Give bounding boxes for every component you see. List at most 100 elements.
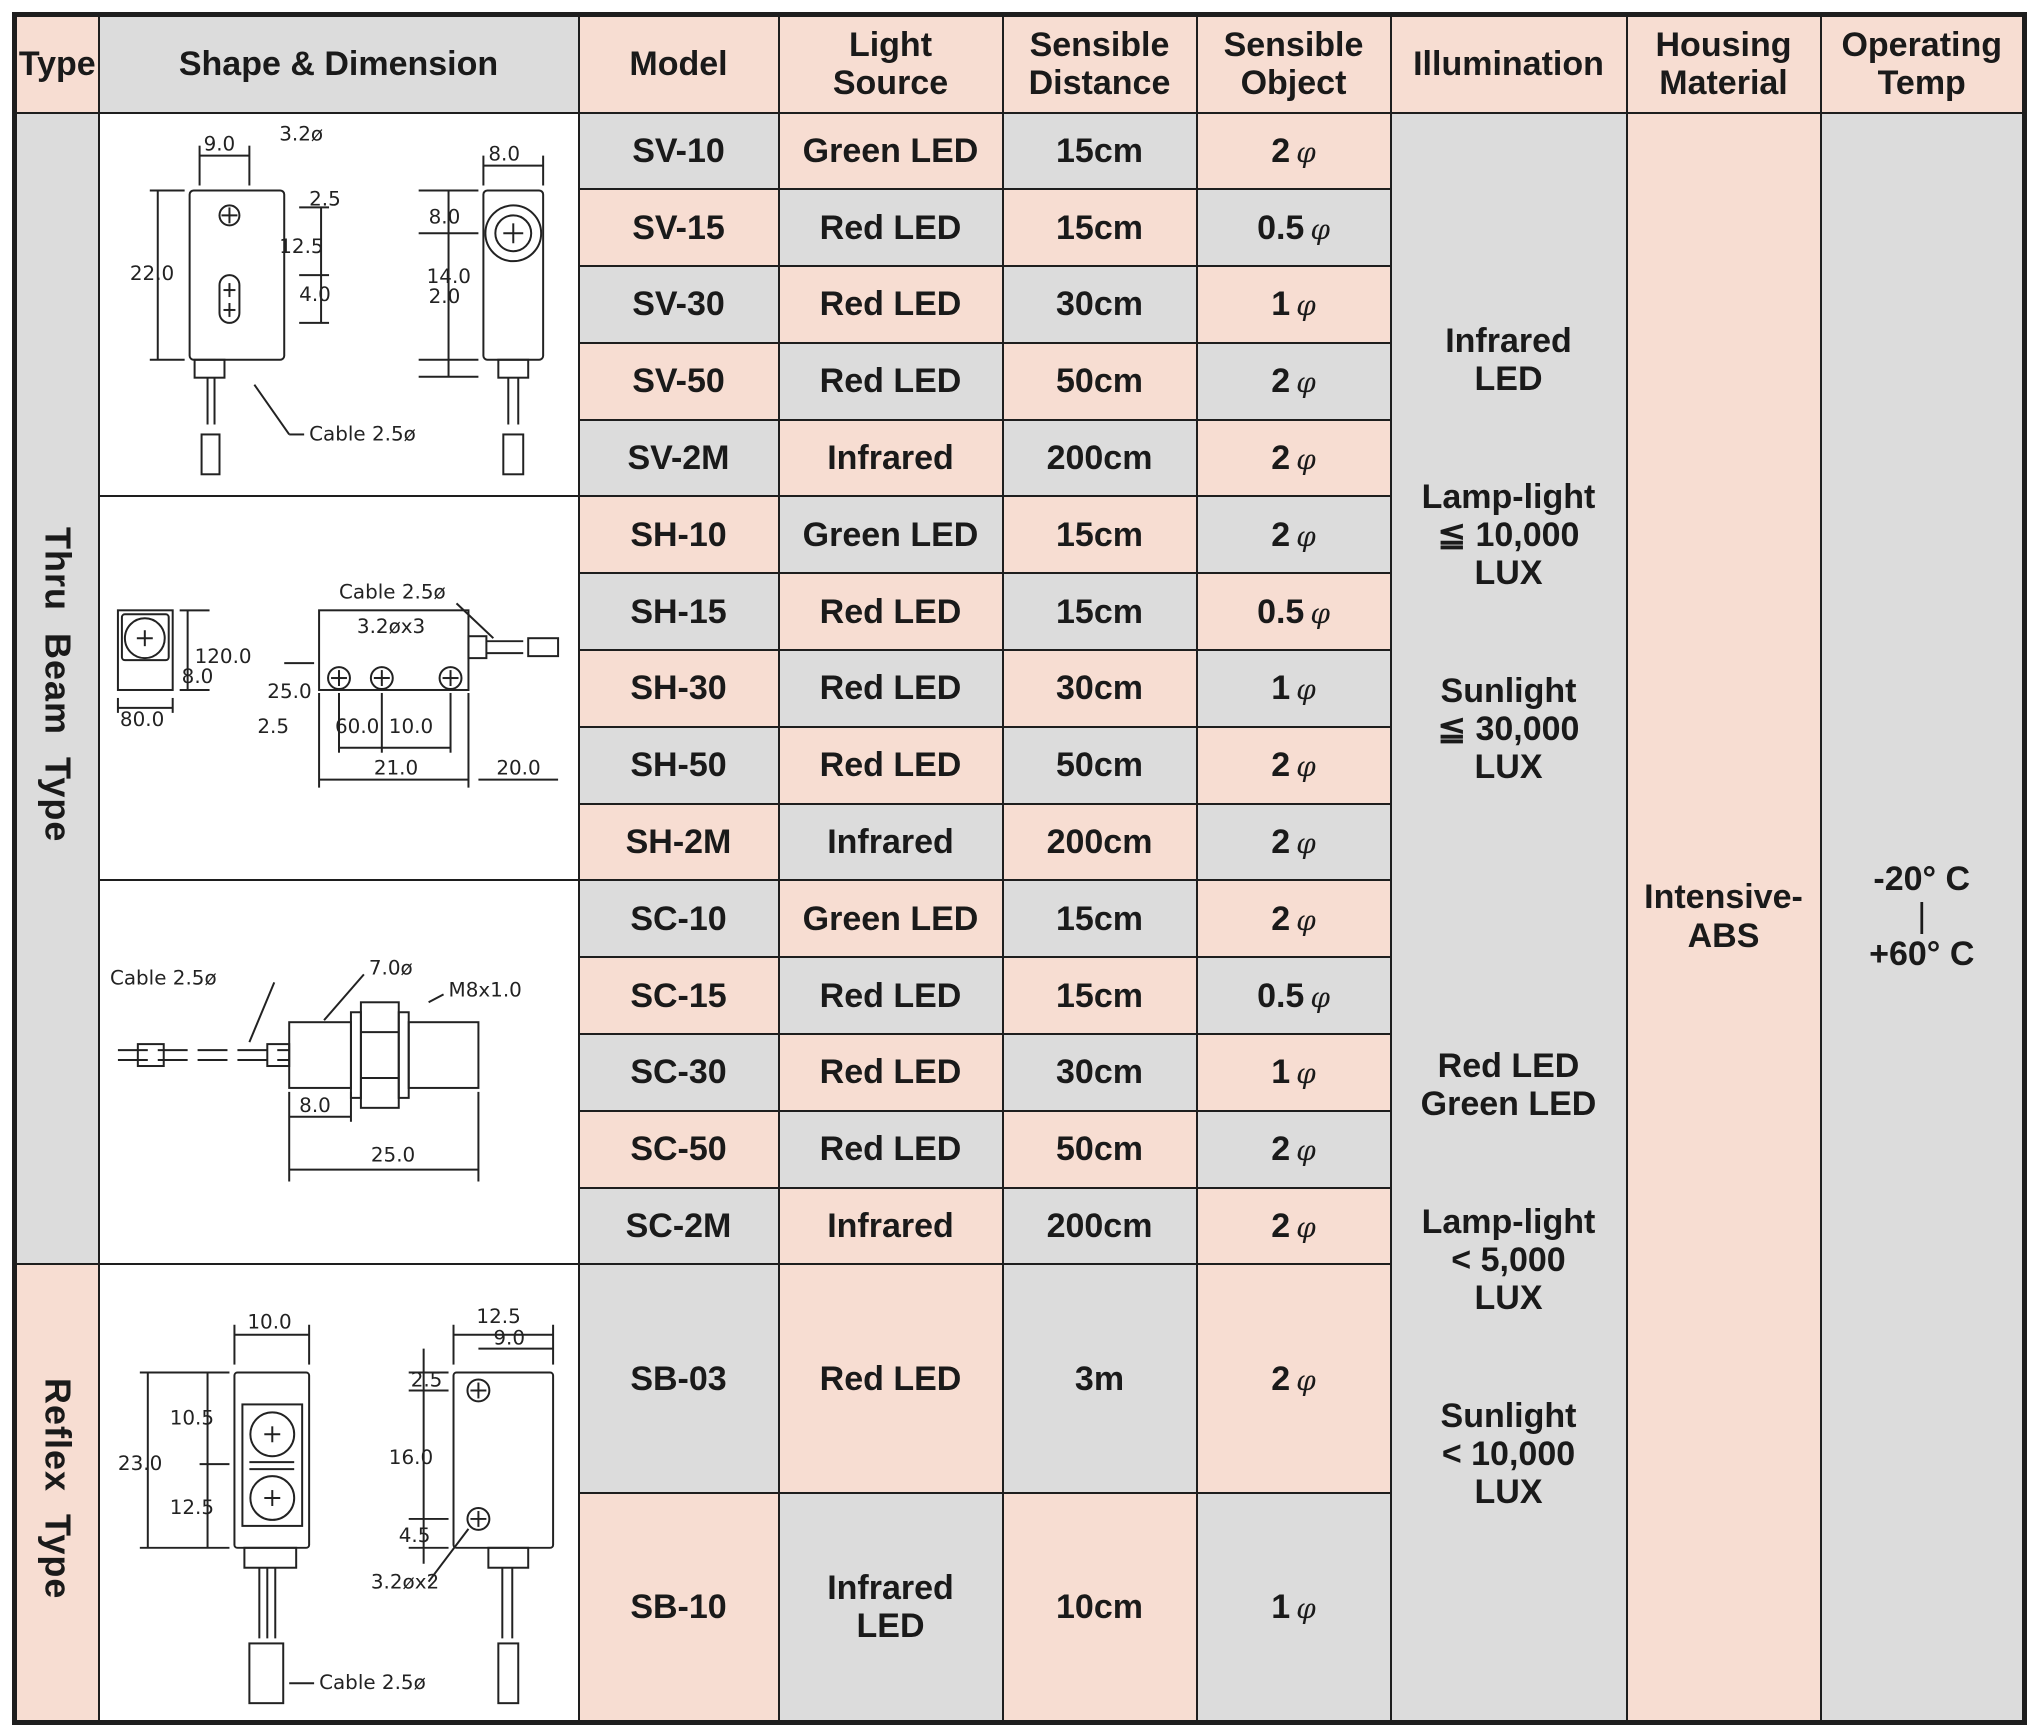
shape-drawing-3: 10.0 12.5 9.0 10.5 2.5 23.0 16.0 12.5 4.… — [97, 1263, 580, 1724]
model-6: SH-15 — [577, 572, 780, 652]
illumination-c1: Sunlight — [1440, 672, 1577, 711]
sc-dim-diameter: 7.0ø — [368, 957, 412, 980]
header-distance: Sensible Distance — [1001, 13, 1198, 114]
row-object-value-5: 2 — [1271, 515, 1291, 554]
distance-11: 15cm — [1001, 956, 1198, 1036]
source-label-9: Infrared — [827, 823, 954, 862]
reflex-model-1: SB-10 — [577, 1492, 780, 1724]
source-9: Infrared — [777, 802, 1004, 882]
header-illumination: Illumination — [1389, 13, 1628, 114]
sb-dim-top: 2.5 — [410, 1369, 442, 1392]
source-label-14: Infrared — [827, 1207, 954, 1246]
sv-dim-side: 14.0 — [426, 265, 470, 288]
row-object-phi-1: φ — [1310, 212, 1330, 246]
row-object-value-8: 2 — [1271, 746, 1291, 785]
source-12: Red LED — [777, 1033, 1004, 1112]
type-reflex: Reflex Type — [13, 1263, 100, 1724]
table-row: Thru Beam Type 9.0 3.2ø 8.0 2.5 8.0 12.5… — [13, 111, 2026, 1724]
shape-drawing-1: Cable 2.5ø 3.2øx3 120.0 8.0 25.0 80.0 2.… — [97, 495, 580, 882]
housing-line1: Intensive- — [1644, 878, 1803, 917]
model-1: SV-15 — [577, 188, 780, 268]
row-object-phi-9: φ — [1296, 827, 1316, 861]
header-object: Sensible Object — [1195, 13, 1392, 114]
reflex-model-0: SB-03 — [577, 1263, 780, 1495]
header-object-label: Sensible Object — [1223, 26, 1364, 103]
header-housing-label: Housing Material — [1655, 26, 1792, 103]
illumination-d2: Green LED — [1420, 1084, 1597, 1123]
housing-cell: Intensive-ABS — [1625, 111, 1822, 1724]
distance-label-4: 200cm — [1046, 439, 1153, 478]
distance-label-1: 15cm — [1056, 208, 1143, 247]
distance-label-0: 15cm — [1056, 131, 1143, 170]
model-4: SV-2M — [577, 418, 780, 498]
distance-label-8: 50cm — [1056, 746, 1143, 785]
header-row: Type Shape & Dimension Model Light Sourc… — [13, 13, 2026, 114]
illumination-f1: Sunlight — [1440, 1396, 1577, 1435]
header-light-source: Light Source — [777, 13, 1004, 114]
source-13: Red LED — [777, 1109, 1004, 1189]
source-label-11: Red LED — [819, 976, 962, 1015]
sb-dim-width: 10.0 — [247, 1311, 291, 1334]
row-object-value-10: 2 — [1271, 899, 1291, 938]
row-object-phi-11: φ — [1310, 980, 1330, 1014]
header-model-label: Model — [629, 45, 728, 84]
row-object-value-13: 2 — [1271, 1130, 1291, 1169]
illumination-spacer — [1392, 1123, 1626, 1203]
sh-dim-g: 10.0 — [388, 715, 432, 738]
shape-drawing-0: 9.0 3.2ø 8.0 2.5 8.0 12.5 22.0 14.0 2.0 … — [97, 111, 580, 498]
illumination-spacer — [1392, 592, 1626, 672]
model-label-6: SH-15 — [630, 592, 727, 631]
distance-12: 30cm — [1001, 1033, 1198, 1112]
model-9: SH-2M — [577, 802, 780, 882]
illumination-spacer — [1392, 1317, 1626, 1397]
illumination-spacer — [1392, 787, 1626, 1047]
distance-13: 50cm — [1001, 1109, 1198, 1189]
sc-dimension-drawing: Cable 2.5ø 7.0ø M8x1.0 8.0 25.0 — [109, 957, 521, 1183]
source-10: Green LED — [777, 879, 1004, 959]
sv-dim-hole: 3.2ø — [279, 122, 323, 145]
reflex-source-1: Infrared LED — [777, 1492, 1004, 1724]
temp-cell: -20° C|+60° C — [1819, 111, 2026, 1724]
model-label-4: SV-2M — [627, 439, 730, 478]
row-object-value-7: 1 — [1271, 669, 1291, 708]
row-object-phi-13: φ — [1296, 1134, 1316, 1168]
model-label-1: SV-15 — [632, 208, 725, 247]
reflex-model-label-0: SB-03 — [630, 1359, 727, 1398]
row-object-value-9: 2 — [1271, 823, 1291, 862]
reflex-object-phi-0: φ — [1296, 1363, 1316, 1397]
model-7: SH-30 — [577, 649, 780, 728]
source-7: Red LED — [777, 649, 1004, 728]
source-label-7: Red LED — [819, 669, 962, 708]
model-5: SH-10 — [577, 495, 780, 575]
sh-dim-c: 25.0 — [267, 680, 311, 703]
header-distance-label: Sensible Distance — [1028, 26, 1171, 103]
row-object-phi-7: φ — [1296, 673, 1316, 707]
reflex-source-label-0: Red LED — [819, 1359, 962, 1398]
sh-dim-e: 2.5 — [257, 715, 289, 738]
sc-dim-thread: M8x1.0 — [448, 979, 521, 1002]
sv-dim-lens: 8.0 — [428, 205, 460, 228]
source-label-10: Green LED — [802, 899, 979, 938]
sh-dim-d: 80.0 — [119, 708, 163, 731]
model-label-7: SH-30 — [630, 669, 727, 708]
model-label-14: SC-2M — [625, 1207, 732, 1246]
row-object-phi-14: φ — [1296, 1211, 1316, 1245]
model-label-5: SH-10 — [630, 515, 727, 554]
header-temp-label: Operating Temp — [1841, 26, 2003, 103]
header-type: Type — [13, 13, 100, 114]
model-8: SH-50 — [577, 725, 780, 805]
reflex-distance-label-0: 3m — [1074, 1359, 1125, 1398]
sh-dim-i: 20.0 — [496, 757, 540, 780]
